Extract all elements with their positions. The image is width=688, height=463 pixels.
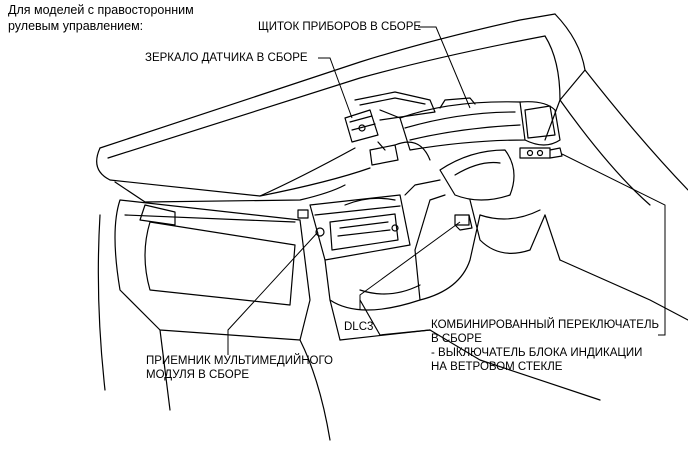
label-combo-switch-line2: В СБОРЕ	[431, 333, 482, 345]
dlc3-connector	[454, 214, 470, 226]
label-multimedia-line1: ПРИЕМНИК МУЛЬТИМЕДИЙНОГО	[146, 355, 333, 367]
label-multimedia-line2: МОДУЛЯ В СБОРЕ	[146, 369, 250, 381]
windshield-frame	[99, 13, 556, 149]
label-combo-switch-line1: КОМБИНИРОВАННЫЙ ПЕРЕКЛЮЧАТЕЛЬ	[431, 319, 660, 331]
label-instrument-cluster: ЩИТОК ПРИБОРОВ В СБОРЕ	[258, 21, 422, 33]
label-sensor-mirror: ЗЕРКАЛО ДАТЧИКА В СБОРЕ	[145, 52, 308, 64]
sensor-mirror	[344, 109, 379, 143]
label-combo-switch-line3: - ВЫКЛЮЧАТЕЛЬ БЛОКА ИНДИКАЦИИ	[431, 347, 643, 359]
model-note-line1: Для моделей с правосторонним	[8, 3, 194, 17]
leader-combo-switch	[561, 153, 666, 336]
leader-instrument-cluster	[418, 26, 471, 109]
center-stack	[309, 194, 411, 261]
label-dlc3: DLC3	[344, 321, 374, 333]
combination-switch	[519, 147, 551, 159]
steering-column	[439, 149, 515, 201]
label-combo-switch-line4: НА ВЕТРОВОМ СТЕКЛЕ	[431, 361, 563, 373]
model-note-line2: рулевым управлением:	[8, 19, 144, 33]
a-pillar	[584, 69, 688, 191]
leader-dlc3	[359, 221, 461, 310]
passenger-dash	[114, 199, 311, 341]
dashboard-top	[96, 147, 371, 197]
leader-sensor-mirror	[318, 57, 353, 119]
leader-multimedia	[227, 231, 319, 355]
